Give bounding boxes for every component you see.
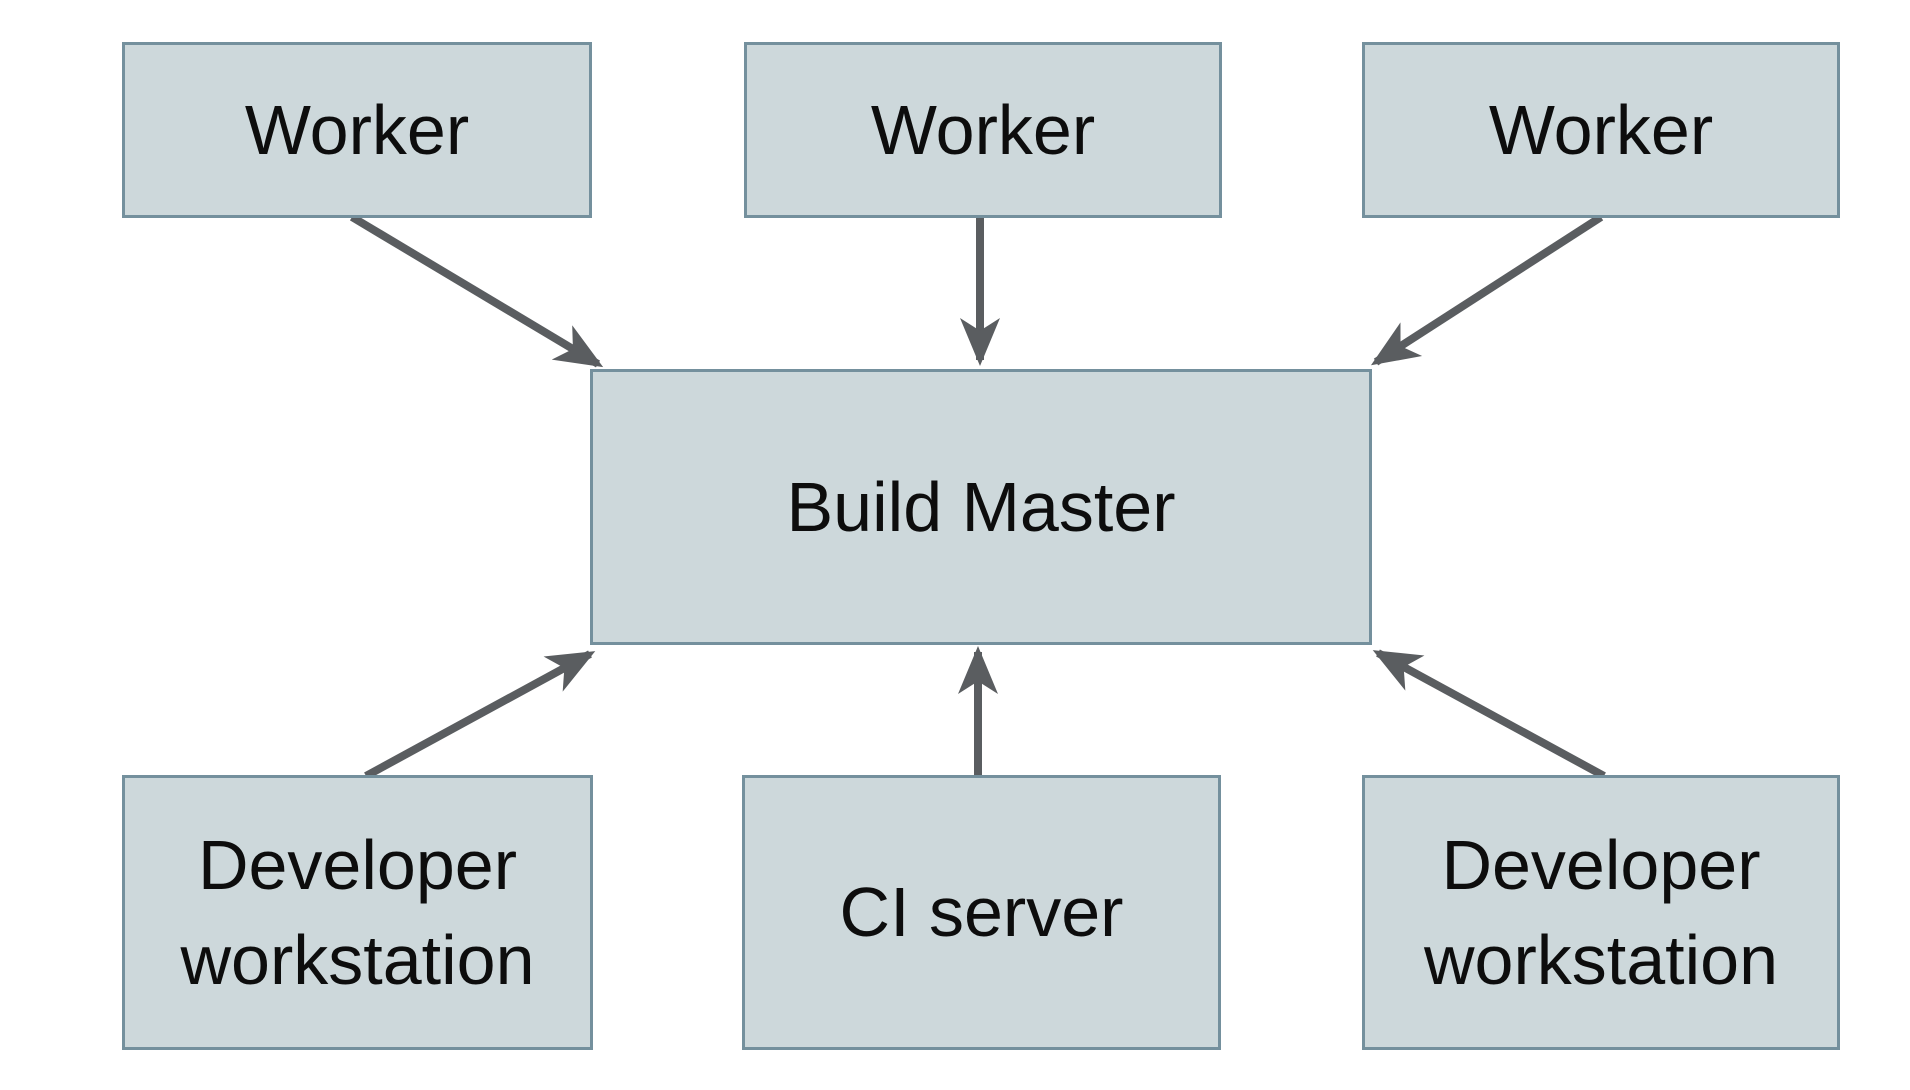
node-worker-2: Worker bbox=[744, 42, 1222, 218]
arrow-dev-workstation2-to-build-master bbox=[1372, 649, 1606, 780]
node-build-master: Build Master bbox=[590, 369, 1372, 645]
node-developer-workstation-2-label: Developer workstation bbox=[1423, 826, 1779, 999]
node-developer-workstation-1: Developer workstation bbox=[122, 775, 593, 1050]
node-worker-3-label: Worker bbox=[1488, 90, 1714, 169]
node-worker-3: Worker bbox=[1362, 42, 1840, 218]
node-worker-2-label: Worker bbox=[870, 90, 1096, 169]
node-worker-1: Worker bbox=[122, 42, 592, 218]
arrow-worker3-to-build-master bbox=[1370, 213, 1604, 366]
node-build-master-label: Build Master bbox=[786, 467, 1176, 546]
arrow-worker1-to-build-master bbox=[349, 213, 604, 368]
node-ci-server: CI server bbox=[742, 775, 1221, 1050]
node-worker-1-label: Worker bbox=[244, 90, 470, 169]
node-developer-workstation-2: Developer workstation bbox=[1362, 775, 1840, 1050]
arrow-dev-workstation1-to-build-master bbox=[364, 650, 596, 780]
node-developer-workstation-1-label: Developer workstation bbox=[180, 826, 535, 999]
node-ci-server-label: CI server bbox=[839, 873, 1124, 952]
